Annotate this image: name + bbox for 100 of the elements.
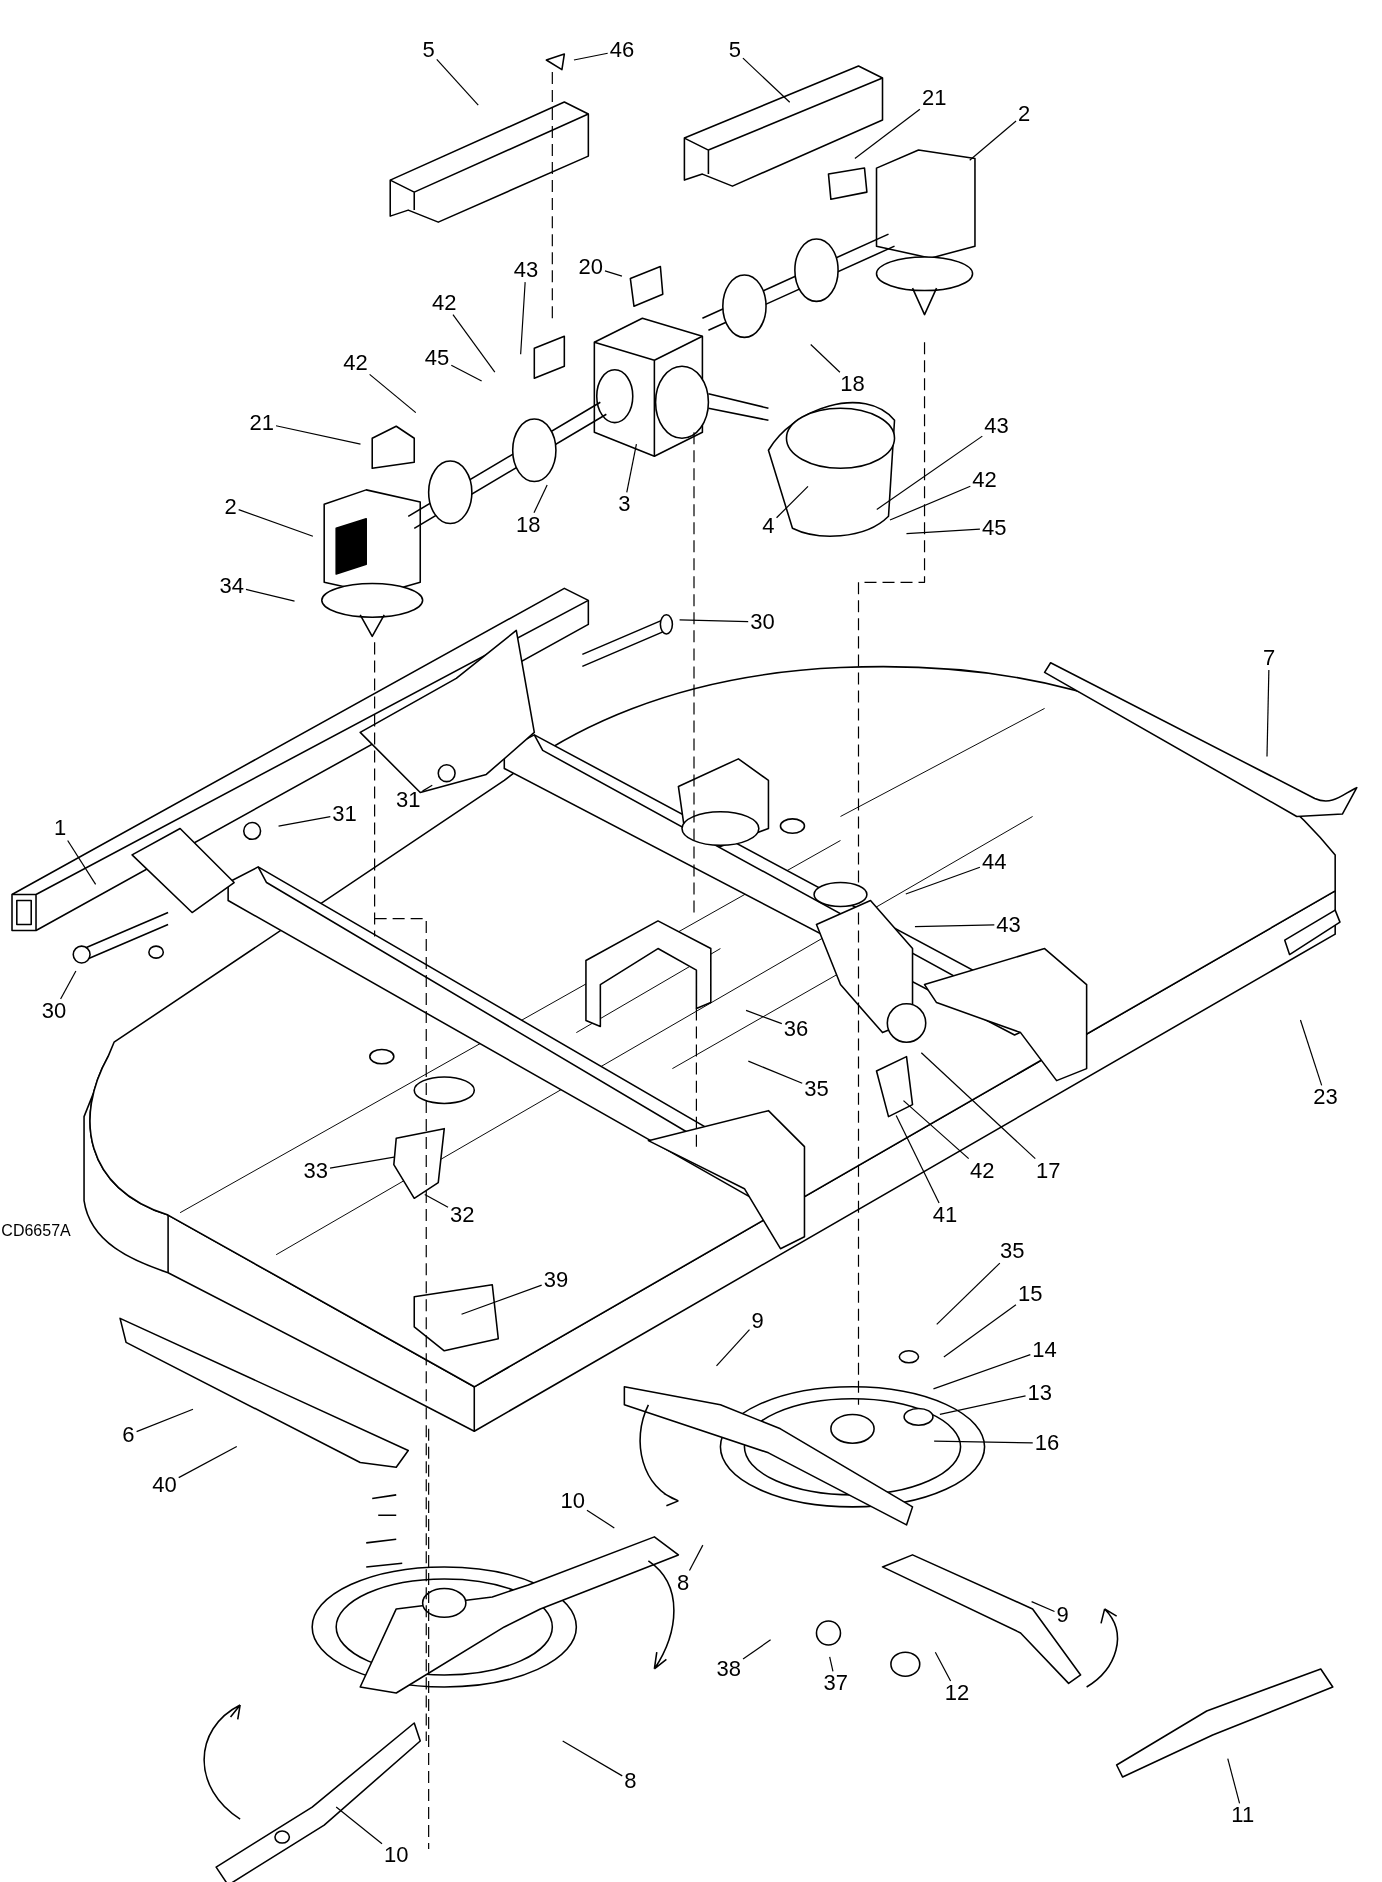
leader-line	[745, 1009, 783, 1025]
callout-number: 35	[997, 1239, 1027, 1264]
callout-number: 30	[748, 609, 777, 634]
leader-line	[329, 1156, 395, 1169]
callout-number: 11	[1229, 1803, 1257, 1828]
leader-line	[604, 270, 623, 277]
leader-line	[573, 52, 609, 61]
leader-line	[936, 1262, 1001, 1325]
callout-number: 5	[420, 38, 437, 63]
leader-line	[277, 816, 331, 827]
callout-number: 2	[1016, 102, 1033, 127]
callout-number: 45	[979, 516, 1009, 541]
leader-line	[742, 1639, 772, 1660]
leader-line	[775, 485, 809, 519]
leader-line	[436, 58, 479, 106]
callout-number: 6	[120, 1422, 137, 1447]
leader-line	[1227, 1758, 1241, 1805]
callout-number: 44	[979, 850, 1009, 875]
callout-number: 12	[942, 1680, 972, 1705]
leader-line	[679, 619, 749, 623]
leader-line	[742, 57, 791, 103]
callout-number: 13	[1025, 1380, 1055, 1405]
leader-line	[914, 924, 995, 928]
leader-line	[1031, 1601, 1056, 1613]
callout-number: 41	[930, 1203, 960, 1228]
callout-number: 37	[821, 1671, 850, 1696]
leader-line	[1266, 669, 1270, 758]
leader-line	[889, 485, 971, 521]
leader-line	[136, 1408, 194, 1433]
leader-line	[626, 443, 637, 493]
callout-number: 42	[970, 468, 999, 493]
leader-line	[905, 866, 981, 895]
leader-line	[932, 1354, 1031, 1390]
leader-line	[810, 343, 841, 373]
leader-line	[452, 313, 496, 373]
leader-line	[533, 484, 548, 514]
leader-line	[934, 1651, 952, 1682]
callout-number: 42	[430, 290, 459, 315]
callout-number: 5	[726, 38, 743, 63]
callout-number: 10	[558, 1488, 587, 1513]
leader-line	[60, 970, 77, 1000]
callout-number: 20	[576, 254, 605, 279]
leader-line	[369, 373, 417, 414]
callout-number: 1	[51, 816, 69, 841]
callout-number: 2	[222, 494, 239, 519]
leader-line	[920, 1052, 1036, 1160]
callout-number: 46	[607, 38, 637, 63]
callout-number: 4	[760, 513, 777, 538]
callout-number: 43	[994, 912, 1023, 937]
callout-number: 43	[982, 414, 1011, 439]
callout-number: 32	[448, 1203, 477, 1228]
callout-number: 38	[714, 1656, 744, 1681]
leader-line	[67, 839, 97, 885]
callout-number: 30	[39, 999, 69, 1023]
callout-number: 42	[967, 1158, 997, 1183]
leader-line	[520, 281, 526, 355]
callout-number: 9	[1054, 1602, 1071, 1627]
leader-line	[688, 1544, 704, 1572]
callout-number: 18	[838, 372, 867, 397]
leader-line	[1299, 1019, 1323, 1086]
callout-number: 43	[511, 258, 541, 283]
leader-line	[460, 1284, 543, 1315]
callout-number: 14	[1030, 1337, 1059, 1362]
callout-number: 31	[330, 802, 359, 827]
callout-number: 31	[394, 787, 423, 812]
leader-line	[421, 784, 433, 792]
callout-number: 16	[1032, 1431, 1062, 1456]
callout-number: 15	[1015, 1282, 1045, 1307]
callout-number: 35	[802, 1077, 831, 1101]
leader-line	[747, 1060, 803, 1084]
callout-number: 18	[514, 512, 543, 537]
callout-number: 42	[341, 350, 370, 375]
leader-line	[939, 1395, 1027, 1415]
callout-number: 8	[675, 1570, 692, 1595]
leader-line	[876, 435, 983, 511]
callout-number: 23	[1311, 1085, 1340, 1110]
callout-number: 40	[150, 1473, 179, 1498]
leader-line	[895, 1114, 940, 1204]
callout-number: 33	[301, 1158, 330, 1183]
leader-line	[854, 108, 921, 160]
callout-number: 8	[622, 1768, 639, 1793]
leader-line	[275, 425, 362, 445]
callout-number: 17	[1033, 1158, 1063, 1183]
callout-number: 3	[616, 492, 633, 517]
callout-number: 10	[382, 1843, 411, 1868]
leader-line	[905, 528, 981, 535]
leader-line	[943, 1304, 1017, 1358]
leader-line	[562, 1740, 623, 1777]
callout-number: 45	[422, 345, 452, 370]
leader-line	[715, 1329, 751, 1367]
leader-line	[238, 509, 314, 537]
leader-line	[829, 1656, 834, 1672]
leader-line	[335, 1806, 383, 1845]
callout-number: 36	[781, 1017, 811, 1041]
callout-number: 21	[919, 86, 949, 111]
leader-line	[586, 1509, 615, 1529]
leader-line	[245, 588, 296, 602]
callout-number: 21	[247, 410, 276, 435]
callout-number: 7	[1261, 645, 1278, 670]
leader-line	[969, 120, 1017, 161]
